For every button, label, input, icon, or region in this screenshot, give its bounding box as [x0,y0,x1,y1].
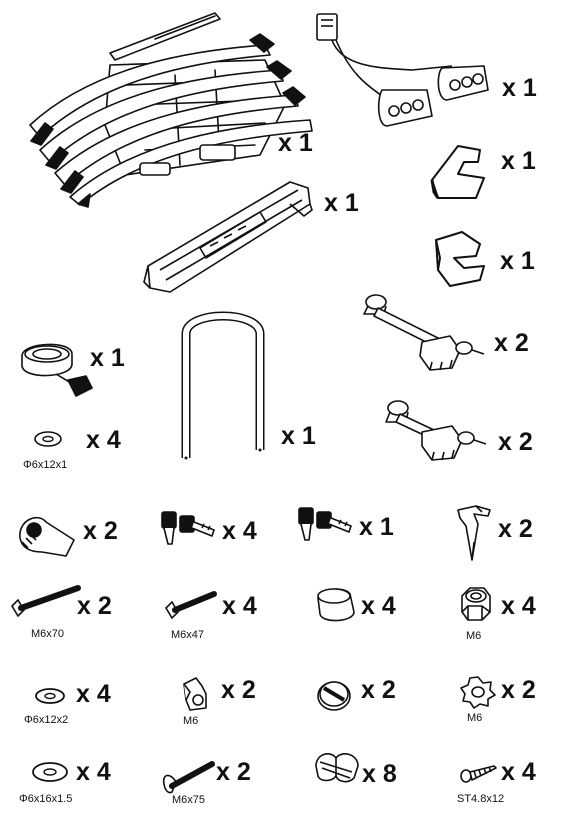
part-quantity: x 1 [502,74,537,102]
hook-bracket-icon [428,140,490,202]
bolt-icon [8,582,82,620]
part-quantity: x 4 [76,758,111,786]
part-quantity: x 1 [90,344,125,372]
part-size-label: M6x70 [31,628,65,640]
part-quantity: x 4 [222,592,257,620]
part-quantity: x 4 [501,758,536,786]
part-size-label: ST4.8x12 [457,793,505,805]
strap-clip-icon [312,748,362,786]
part-quantity: x 1 [324,189,359,217]
bike-carrier-frame-icon [15,5,315,205]
spring-clip-icon [452,502,496,564]
part-quantity: x 4 [76,680,111,708]
strap-buckle-icon [16,334,94,402]
part-quantity: x 2 [498,428,533,456]
part-quantity: x 2 [221,676,256,704]
part-quantity: x 1 [500,247,535,275]
part-size-label: M6x47 [171,629,205,641]
wheel-rail-icon [140,174,320,302]
washer-icon [33,429,63,449]
part-quantity: x 2 [83,517,118,545]
part-quantity: x 4 [361,592,396,620]
end-cap-icon [314,584,358,624]
cam-lever-icon [16,508,78,560]
part-quantity: x 1 [281,422,316,450]
part-quantity: x 2 [77,592,112,620]
tapping-screw-icon [458,760,498,784]
hex-nut-icon [458,584,494,624]
part-size-label: Φ6x12x2 [24,714,69,726]
frame-clamp-arm-long-icon [360,290,490,374]
bolt-icon [162,588,218,622]
part-quantity: x 2 [361,676,396,704]
part-size-label: Φ6x16x1.5 [19,793,73,805]
key-pair-icon [295,504,355,546]
part-size-label: M6 [467,712,483,724]
part-size-label: M6x75 [172,794,206,806]
key-pair-icon [158,508,218,550]
star-knob-icon [458,674,498,710]
part-size-label: Φ6x12x1 [23,459,68,471]
part-quantity: x 8 [362,760,397,788]
part-quantity: x 1 [278,129,313,157]
part-size-label: M6 [466,630,482,642]
part-quantity: x 4 [501,592,536,620]
part-quantity: x 2 [501,676,536,704]
part-size-label: M6 [183,715,199,727]
frame-clamp-arm-short-icon [382,396,492,468]
part-quantity: x 4 [86,426,121,454]
part-quantity: x 1 [359,513,394,541]
part-quantity: x 2 [216,758,251,786]
washer-icon [33,686,67,706]
part-quantity: x 2 [498,515,533,543]
light-board-icon [312,8,492,136]
part-quantity: x 4 [222,517,257,545]
washer-icon [30,760,70,784]
slotted-knob-icon [314,674,354,714]
carriage-bolt-icon [160,756,216,798]
part-quantity: x 2 [494,329,529,357]
wing-nut-icon [176,674,216,714]
wheel-holder-end-icon [430,228,490,290]
u-bar-icon [176,308,272,460]
part-quantity: x 1 [501,147,536,175]
